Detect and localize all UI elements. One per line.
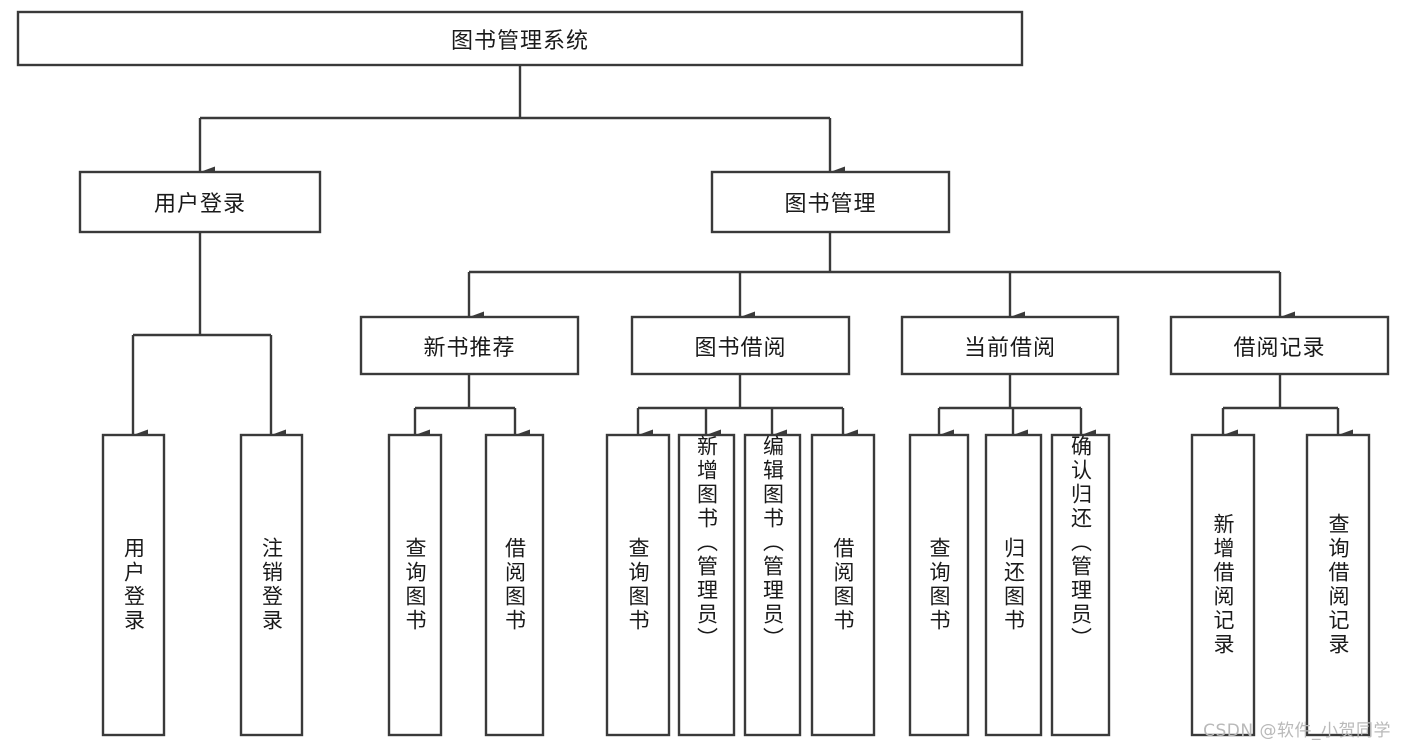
node-book-management[interactable]: [710, 170, 951, 234]
leaf-box-return-book[interactable]: [984, 433, 1043, 737]
leaf-box-query-book-cb[interactable]: [908, 433, 970, 737]
leaf-box-confirm-return-admin[interactable]: [1050, 433, 1111, 737]
leaf-box-query-book-nbr[interactable]: [387, 433, 443, 737]
node-book-borrow[interactable]: [630, 315, 851, 376]
leaf-box-query-book-bb[interactable]: [605, 433, 671, 737]
node-root-book-management-system[interactable]: [16, 10, 1024, 67]
node-borrow-records[interactable]: [1169, 315, 1390, 376]
leaf-box-query-borrow-record[interactable]: [1305, 433, 1371, 737]
leaf-box-borrow-book-bb[interactable]: [810, 433, 876, 737]
node-user-login[interactable]: [78, 170, 322, 234]
leaf-box-user-login[interactable]: [101, 433, 166, 737]
leaf-box-logout[interactable]: [239, 433, 304, 737]
leaf-box-edit-book-admin[interactable]: [743, 433, 802, 737]
leaf-box-add-borrow-record[interactable]: [1190, 433, 1256, 737]
leaf-box-add-book-admin[interactable]: [677, 433, 736, 737]
leaf-box-borrow-book-nbr[interactable]: [484, 433, 545, 737]
node-new-book-recommend[interactable]: [359, 315, 580, 376]
node-current-borrow[interactable]: [900, 315, 1120, 376]
